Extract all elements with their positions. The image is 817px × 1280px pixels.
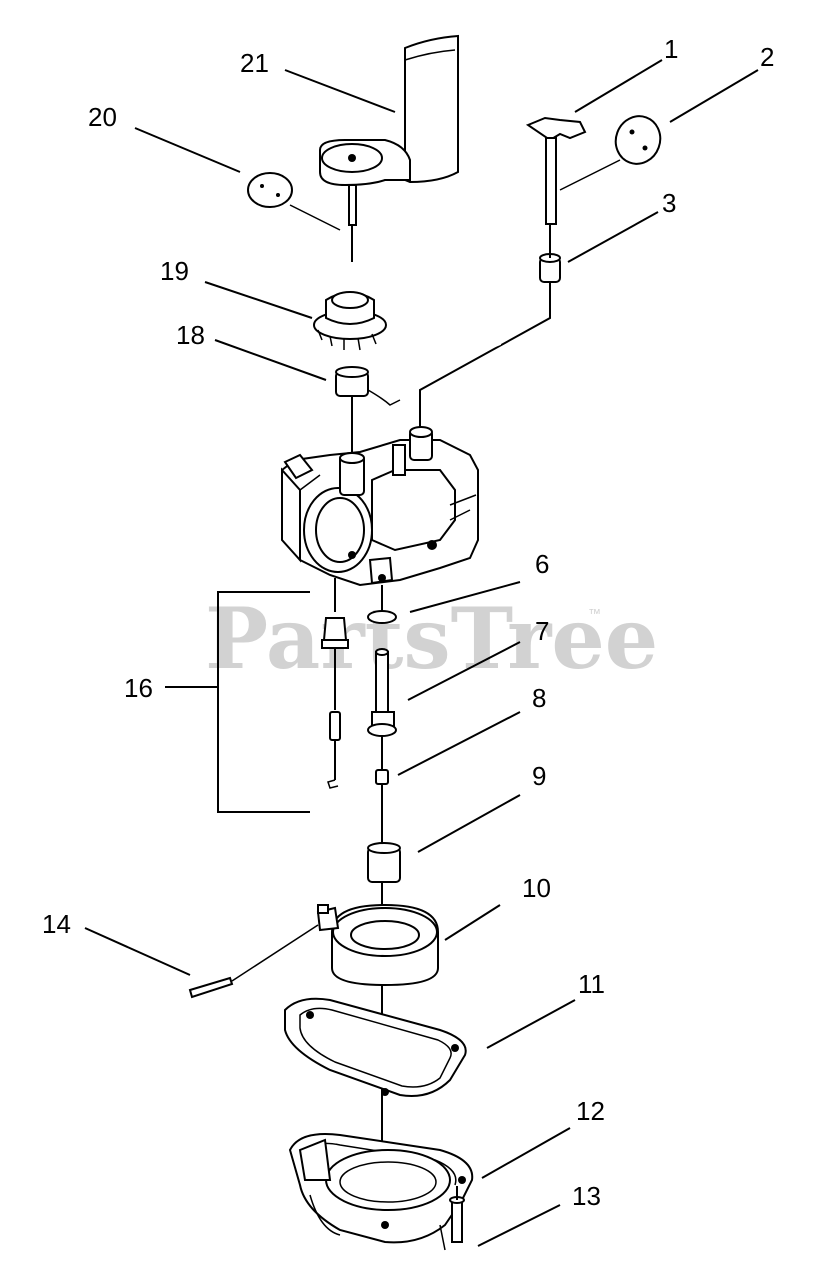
callout-1: 1: [664, 34, 678, 64]
callout-8: 8: [532, 683, 546, 713]
callout-16: 16: [124, 673, 153, 703]
part-20-gasket[interactable]: [247, 172, 341, 231]
leader-21: [284, 69, 396, 113]
callout-7: 7: [535, 616, 549, 646]
watermark-trademark: ™: [588, 606, 601, 621]
callout-9: 9: [532, 761, 546, 791]
leader-3: [567, 211, 659, 263]
part-3-seal[interactable]: [539, 253, 561, 283]
bracket-16: [217, 591, 310, 813]
part-10-float[interactable]: [316, 903, 439, 987]
leader-14: [84, 927, 191, 976]
leader-9: [417, 794, 521, 853]
part-19-gear[interactable]: [313, 291, 387, 351]
part-11-gasket[interactable]: [284, 997, 467, 1097]
watermark-text: PartsTree: [205, 589, 658, 688]
callout-19: 19: [160, 256, 189, 286]
part-1-throttle-shaft[interactable]: [525, 116, 587, 225]
callout-2: 2: [760, 42, 774, 72]
part-7-main-jet[interactable]: [367, 648, 397, 737]
leader-19: [204, 281, 313, 319]
part-8-jet[interactable]: [375, 769, 389, 785]
callout-20: 20: [88, 102, 117, 132]
leader-2: [669, 69, 759, 123]
part-16-idle-needle[interactable]: [321, 578, 349, 789]
callout-6: 6: [535, 549, 549, 579]
leader-18: [214, 339, 327, 381]
callout-14: 14: [42, 909, 71, 939]
leader-11: [486, 999, 576, 1049]
part-12-float-bowl[interactable]: [288, 1133, 474, 1251]
callout-12: 12: [576, 1096, 605, 1126]
callout-21: 21: [240, 48, 269, 78]
callout-3: 3: [662, 188, 676, 218]
part-18-bushing[interactable]: [335, 366, 401, 406]
callout-13: 13: [572, 1181, 601, 1211]
part-13-screw[interactable]: [449, 1196, 465, 1243]
part-21-bracket[interactable]: [319, 34, 459, 226]
part-6-o-ring[interactable]: [367, 610, 397, 624]
leader-7: [407, 641, 521, 701]
part-2-throttle-plate[interactable]: [609, 110, 667, 170]
callout-10: 10: [522, 873, 551, 903]
leader-13: [477, 1204, 561, 1247]
leader-1: [574, 59, 663, 113]
callout-18: 18: [176, 320, 205, 350]
leader-20: [134, 127, 241, 173]
carburetor-body[interactable]: [280, 426, 479, 587]
callout-11: 11: [578, 969, 605, 999]
part-14-pin[interactable]: [188, 924, 319, 999]
leader-10: [444, 904, 501, 941]
leader-8: [397, 711, 521, 776]
part-9-float[interactable]: [367, 842, 401, 883]
leader-12: [481, 1127, 571, 1179]
leader-6: [409, 581, 521, 613]
